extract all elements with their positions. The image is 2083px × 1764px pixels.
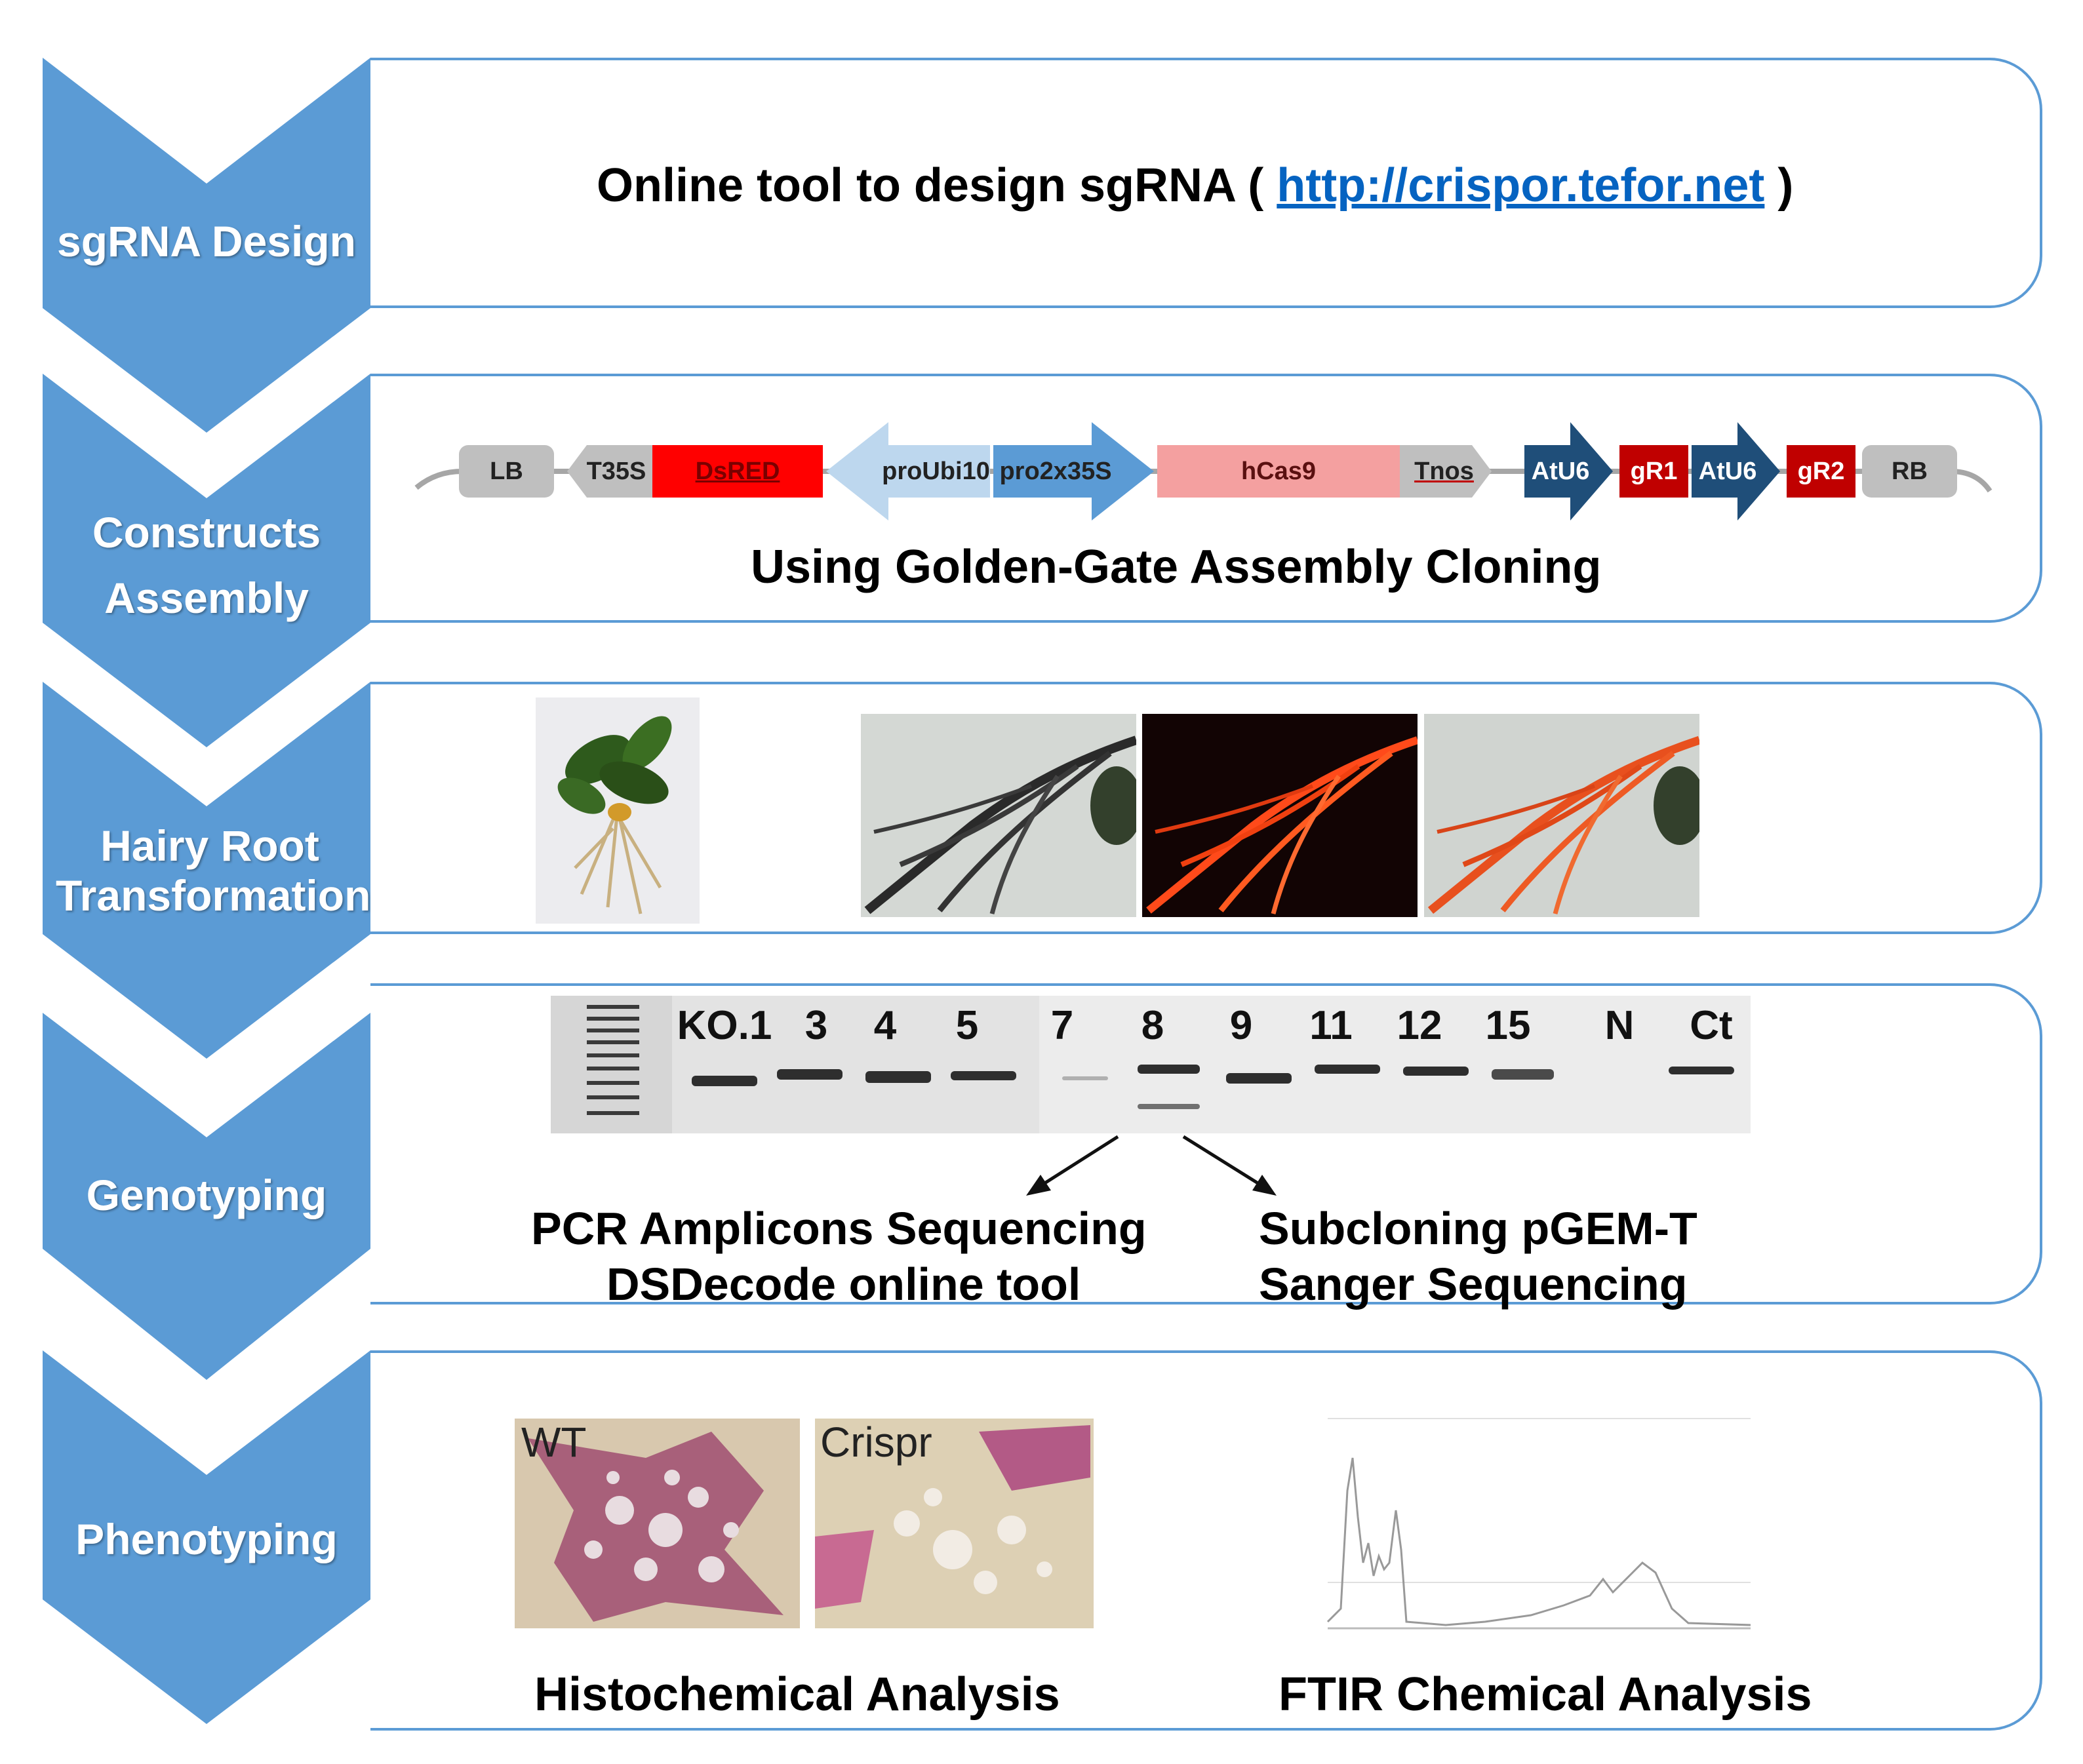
lane-label-8: 8 (1141, 1003, 1164, 1048)
part-atu6-1-shape (1524, 422, 1613, 520)
step-label-sgrna-design: sgRNA Design (57, 217, 356, 265)
part-dsred: DsRED (652, 445, 823, 498)
lane-label-5: 5 (955, 1003, 979, 1048)
lane-label-15: 15 (1485, 1003, 1531, 1048)
lane-label-3: 3 (804, 1003, 828, 1048)
lane-label-ct: Ct (1690, 1003, 1733, 1048)
part-hcas9: hCas9 (1157, 445, 1400, 498)
root-merged-photo (1424, 714, 1699, 917)
method-right-line2: Sanger Sequencing (1259, 1259, 1688, 1310)
lane-label-n: N (1604, 1003, 1635, 1048)
wt-label: WT (521, 1419, 587, 1466)
ftir-spectrum (1326, 1418, 1751, 1630)
step-label-hairy-root: Hairy Root Transformation (56, 821, 371, 920)
design-text: Online tool to design sgRNA ( http://cri… (597, 159, 1793, 212)
panel-sgrna-design: Online tool to design sgRNA ( http://cri… (370, 58, 2042, 308)
part-atu6-2: AtU6 (1698, 457, 1757, 485)
arrow-right-head (1252, 1175, 1277, 1196)
method-left-line2: DSDecode online tool (606, 1259, 1081, 1310)
panel-phenotyping: WT Crispr Histochemical Analysis FTIR Ch… (370, 1350, 2042, 1731)
design-text-prefix: Online tool to design sgRNA ( (597, 159, 1277, 212)
part-atu6-2-shape (1692, 422, 1780, 520)
part-rb: RB (1862, 445, 1957, 498)
root-fluorescence-photo (1142, 714, 1418, 917)
method-right-line1: Subcloning pGEM-T (1259, 1203, 1697, 1254)
plant-photo (536, 697, 700, 924)
lane-label-11: 11 (1309, 1003, 1353, 1048)
panel-hairy-root (370, 682, 2042, 934)
lane-label-9: 9 (1229, 1003, 1253, 1048)
root-brightfield-photo (861, 714, 1136, 917)
crispr-label: Crispr (820, 1419, 932, 1466)
chevron-step-4 (43, 1013, 370, 1380)
part-proubi10: proUbi10 (882, 457, 990, 485)
chevron-step-2 (43, 374, 370, 747)
lane-label-12: 12 (1397, 1003, 1442, 1048)
construct-caption: Using Golden-Gate Assembly Cloning (751, 541, 1602, 593)
panel-construct-assembly: LB T35S DsRED proUbi10 pro2x35S hCas9 Tn… (370, 374, 2042, 623)
gel-image (551, 996, 1751, 1133)
crispr-histology-photo: Crispr (815, 1419, 1094, 1628)
part-t35s: T35S (586, 457, 646, 485)
part-lb: LB (459, 445, 554, 498)
chevron-step-1 (43, 58, 370, 433)
part-t35s-shape (567, 445, 652, 498)
lane-label-4: 4 (873, 1003, 897, 1048)
part-atu6-1: AtU6 (1531, 457, 1590, 485)
arrow-left-head (1026, 1175, 1051, 1196)
panel-genotyping: KO.1 3 4 5 7 8 9 11 12 15 N Ct PCR Ampli… (370, 983, 2042, 1310)
chevron-step-3 (43, 682, 370, 1059)
design-text-suffix: ) (1764, 159, 1794, 212)
part-proubi10-shape (826, 422, 990, 520)
crispor-link[interactable]: http://crispor.tefor.net (1277, 159, 1765, 212)
lane-label-7: 7 (1050, 1003, 1074, 1048)
wt-histology-photo: WT (515, 1419, 800, 1628)
lane-label-ko1: KO.1 (677, 1003, 772, 1048)
part-gr1: gR1 (1619, 445, 1688, 498)
part-pro2x35s-shape (993, 422, 1154, 520)
part-tnos: Tnos (1414, 457, 1474, 485)
ftir-caption: FTIR Chemical Analysis (1279, 1668, 1812, 1721)
part-pro2x35s: pro2x35S (999, 457, 1112, 485)
part-tnos-shape (1400, 445, 1492, 498)
chevron-column (43, 58, 370, 1724)
method-left-line1: PCR Amplicons Sequencing (531, 1203, 1147, 1254)
method-arrows (1026, 1135, 1277, 1196)
part-gr2: gR2 (1787, 445, 1855, 498)
step-label-constructs-assembly: Constructs Assembly (92, 508, 321, 622)
step-label-phenotyping: Phenotyping (75, 1515, 338, 1563)
histo-caption: Histochemical Analysis (534, 1668, 1060, 1721)
chevron-step-5 (43, 1350, 370, 1724)
step-label-genotyping: Genotyping (86, 1171, 327, 1219)
